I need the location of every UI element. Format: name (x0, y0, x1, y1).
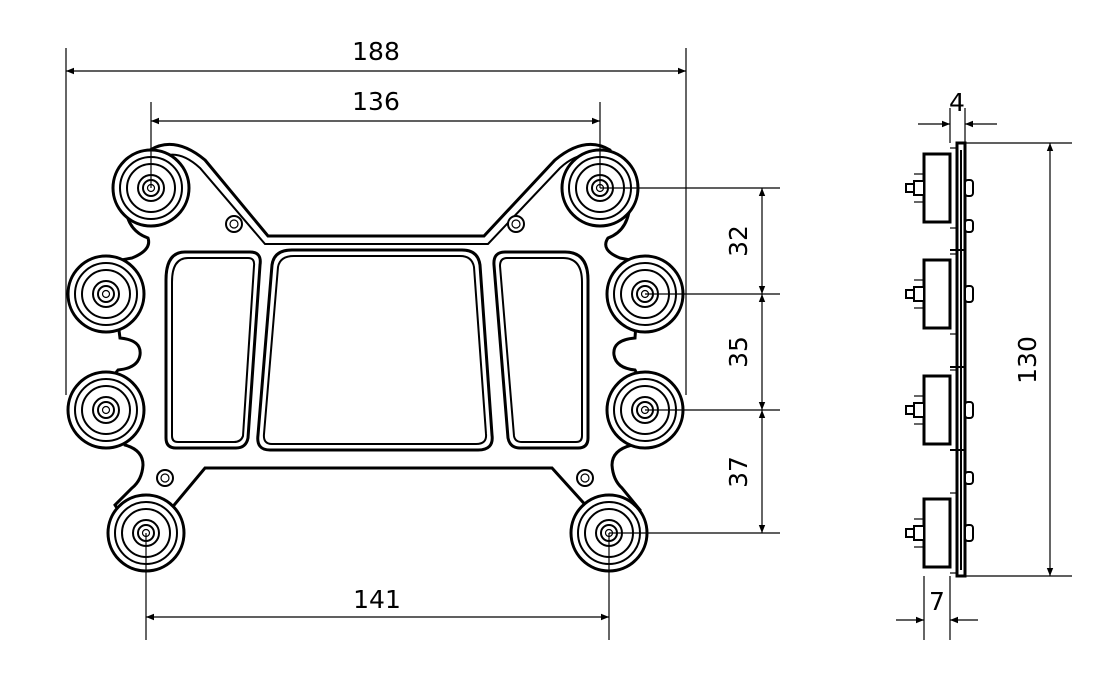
plate-outline (108, 142, 642, 522)
screw-hole (225, 215, 243, 233)
dimension-spacing-1: 32 (724, 225, 753, 257)
center-window-inner (262, 255, 488, 445)
side-dimensions: 4 130 7 (896, 88, 1072, 640)
screw-hole (507, 215, 525, 233)
right-window-inner (498, 257, 583, 443)
dimension-side-thickness: 4 (949, 88, 965, 117)
front-view-plate (66, 142, 685, 573)
plate-outline-inner (159, 153, 603, 245)
side-pin (964, 471, 974, 485)
side-mount-unit (905, 147, 974, 229)
side-pin (964, 219, 974, 233)
dimension-spacing-3: 37 (724, 456, 753, 488)
front-dimensions: 188 136 141 32 35 37 (65, 37, 780, 640)
dimension-bottom-hole-spacing: 141 (353, 585, 401, 614)
side-mount-unit (905, 369, 974, 451)
mounting-boss (66, 370, 146, 450)
mounting-boss (66, 254, 146, 334)
screw-hole (576, 469, 594, 487)
center-window (256, 248, 494, 452)
dimension-spacing-2: 35 (724, 336, 753, 368)
side-mount-units (905, 147, 974, 574)
left-window (164, 250, 262, 450)
dimension-side-standoff: 7 (929, 587, 945, 616)
dimension-top-hole-spacing: 136 (352, 87, 400, 116)
mounting-bosses (66, 148, 685, 573)
side-mount-unit (905, 253, 974, 335)
screw-hole (156, 469, 174, 487)
dimension-side-height: 130 (1013, 336, 1042, 384)
side-view (905, 141, 974, 578)
side-mount-unit (905, 492, 974, 574)
right-window (492, 250, 590, 450)
dimension-overall-width: 188 (352, 37, 400, 66)
left-window-inner (171, 257, 256, 443)
